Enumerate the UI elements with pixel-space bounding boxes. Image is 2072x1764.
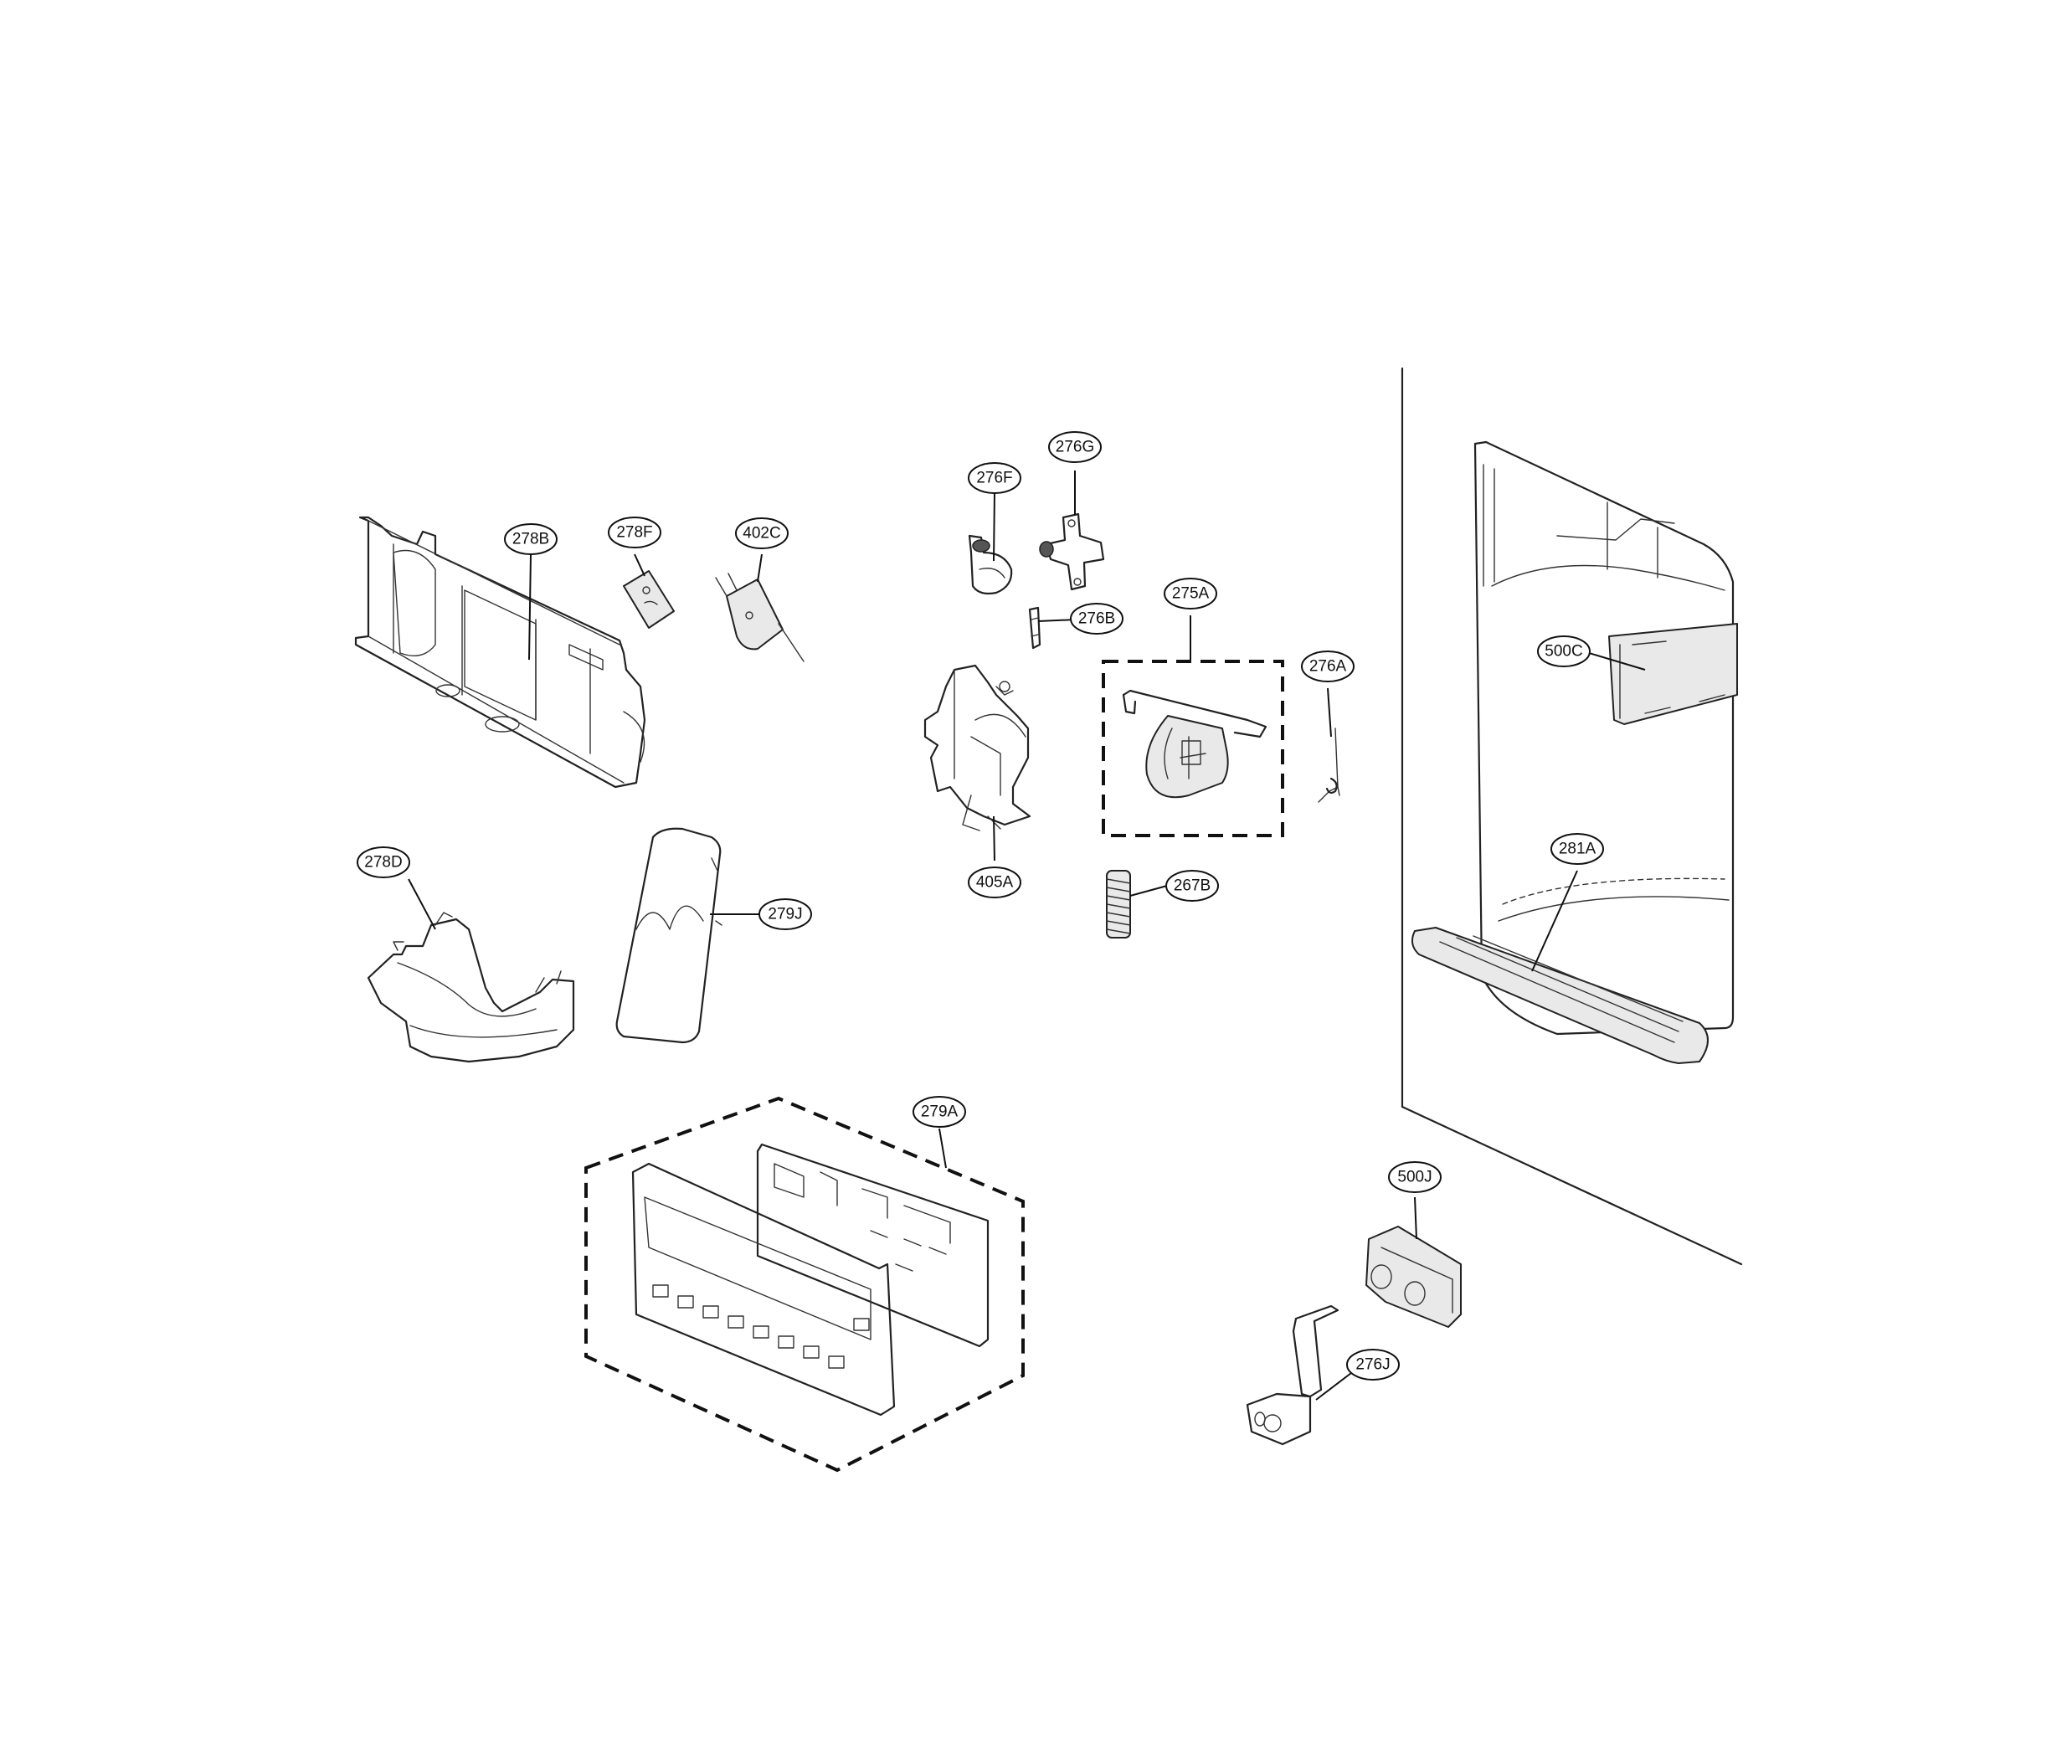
callout-label: 276J xyxy=(1355,1356,1390,1374)
callout-281A[interactable]: 281A xyxy=(1550,833,1604,865)
callout-label: 278F xyxy=(616,524,652,542)
leader-lines xyxy=(408,471,1646,1401)
part-276G-bracket xyxy=(1039,512,1105,591)
callout-276G[interactable]: 276G xyxy=(1048,431,1102,463)
part-276A-spring xyxy=(1318,728,1340,803)
part-275A-assembly xyxy=(1122,689,1267,799)
part-405A-motor xyxy=(923,664,1031,831)
callout-278F[interactable]: 278F xyxy=(608,517,661,548)
callout-500J[interactable]: 500J xyxy=(1388,1161,1442,1193)
callout-label: 500J xyxy=(1397,1169,1432,1186)
part-278B-housing xyxy=(354,516,646,789)
callout-402C[interactable]: 402C xyxy=(735,517,789,549)
part-279A-group-box xyxy=(584,1096,1025,1473)
callout-label: 281A xyxy=(1559,841,1596,858)
callout-276F[interactable]: 276F xyxy=(968,462,1021,494)
callout-label: 402C xyxy=(743,525,780,543)
callout-279A[interactable]: 279A xyxy=(913,1096,966,1128)
callout-label: 279J xyxy=(768,906,802,923)
callout-label: 276B xyxy=(1078,610,1115,628)
callout-267B[interactable]: 267B xyxy=(1165,870,1219,902)
callout-label: 405A xyxy=(976,874,1014,892)
part-500J-switch xyxy=(1365,1226,1462,1328)
part-278F-switch xyxy=(623,570,675,629)
part-267B-coil xyxy=(1106,870,1131,939)
callout-276A[interactable]: 276A xyxy=(1301,651,1355,682)
callout-label: 276A xyxy=(1309,658,1347,676)
part-279J-paddle xyxy=(615,827,722,1044)
callout-label: 276F xyxy=(976,470,1012,487)
callout-label: 278B xyxy=(512,531,549,548)
callout-label: 276G xyxy=(1056,439,1094,456)
callout-label: 275A xyxy=(1172,585,1210,603)
part-402C-microswitch xyxy=(715,573,805,662)
callout-label: 267B xyxy=(1174,877,1211,895)
part-275A-group-box xyxy=(1102,660,1284,837)
callout-278B[interactable]: 278B xyxy=(504,523,558,555)
part-276B-clip xyxy=(1028,606,1041,650)
callout-label: 279A xyxy=(921,1103,959,1121)
part-276J-bracket xyxy=(1246,1304,1339,1446)
door-panel xyxy=(1401,367,1743,1266)
callout-276B[interactable]: 276B xyxy=(1070,603,1123,635)
callout-278D[interactable]: 278D xyxy=(357,846,410,878)
callout-label: 500C xyxy=(1545,643,1582,661)
callout-275A[interactable]: 275A xyxy=(1164,578,1217,609)
part-278D-duct xyxy=(367,912,575,1063)
callout-500C[interactable]: 500C xyxy=(1537,635,1591,667)
callout-276J[interactable]: 276J xyxy=(1346,1349,1400,1381)
part-276F-valve xyxy=(968,534,1013,595)
part-279A-display xyxy=(631,1143,990,1417)
callout-405A[interactable]: 405A xyxy=(968,867,1021,898)
callout-label: 278D xyxy=(364,854,402,872)
callout-279J[interactable]: 279J xyxy=(758,898,812,930)
